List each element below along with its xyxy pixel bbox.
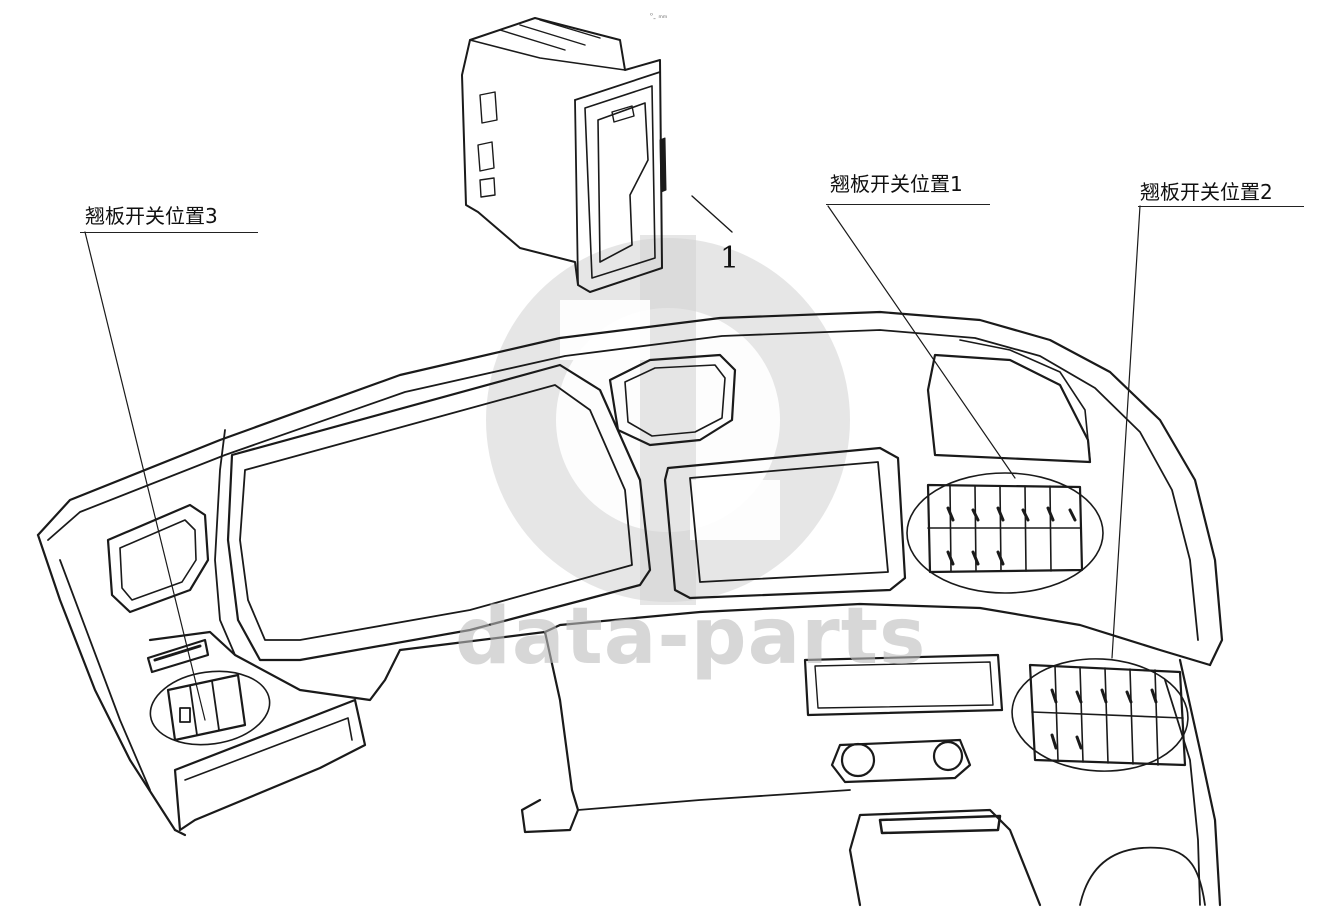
right-vent <box>926 353 1092 464</box>
callout-underline-1 <box>826 204 990 205</box>
switch-group-2 <box>1011 658 1189 772</box>
callout-label-position-1: 翘板开关位置1 <box>830 172 963 196</box>
part-number-label: 1 <box>720 241 740 276</box>
callout-underline-2 <box>1138 206 1304 207</box>
callout-label-position-3: 翘板开关位置3 <box>85 204 218 228</box>
left-slot <box>146 638 210 674</box>
watermark-logo-icon <box>486 235 850 605</box>
watermark-text: data-parts <box>455 592 927 682</box>
rocker-switch-drawing <box>461 17 667 293</box>
stray-mark: ⁰ˍ ₘₘ <box>650 12 668 20</box>
lower-left-box <box>173 698 367 832</box>
knob-pair <box>830 738 972 784</box>
switch-group-3 <box>149 670 271 746</box>
switch-group-1 <box>906 472 1104 594</box>
callout-label-position-2: 翘板开关位置2 <box>1140 180 1273 204</box>
radio-slot <box>803 653 1004 717</box>
instrument-cluster <box>226 353 737 662</box>
dashboard-outline <box>36 310 1224 907</box>
center-display <box>663 446 907 600</box>
part-1-leader-line <box>691 195 733 233</box>
left-vent <box>106 503 210 614</box>
lower-tray <box>848 808 1042 907</box>
leader-line-3 <box>84 231 206 721</box>
callout-underline-3 <box>80 232 258 233</box>
leader-line-1 <box>827 205 1016 479</box>
leader-line-2 <box>1111 205 1141 659</box>
